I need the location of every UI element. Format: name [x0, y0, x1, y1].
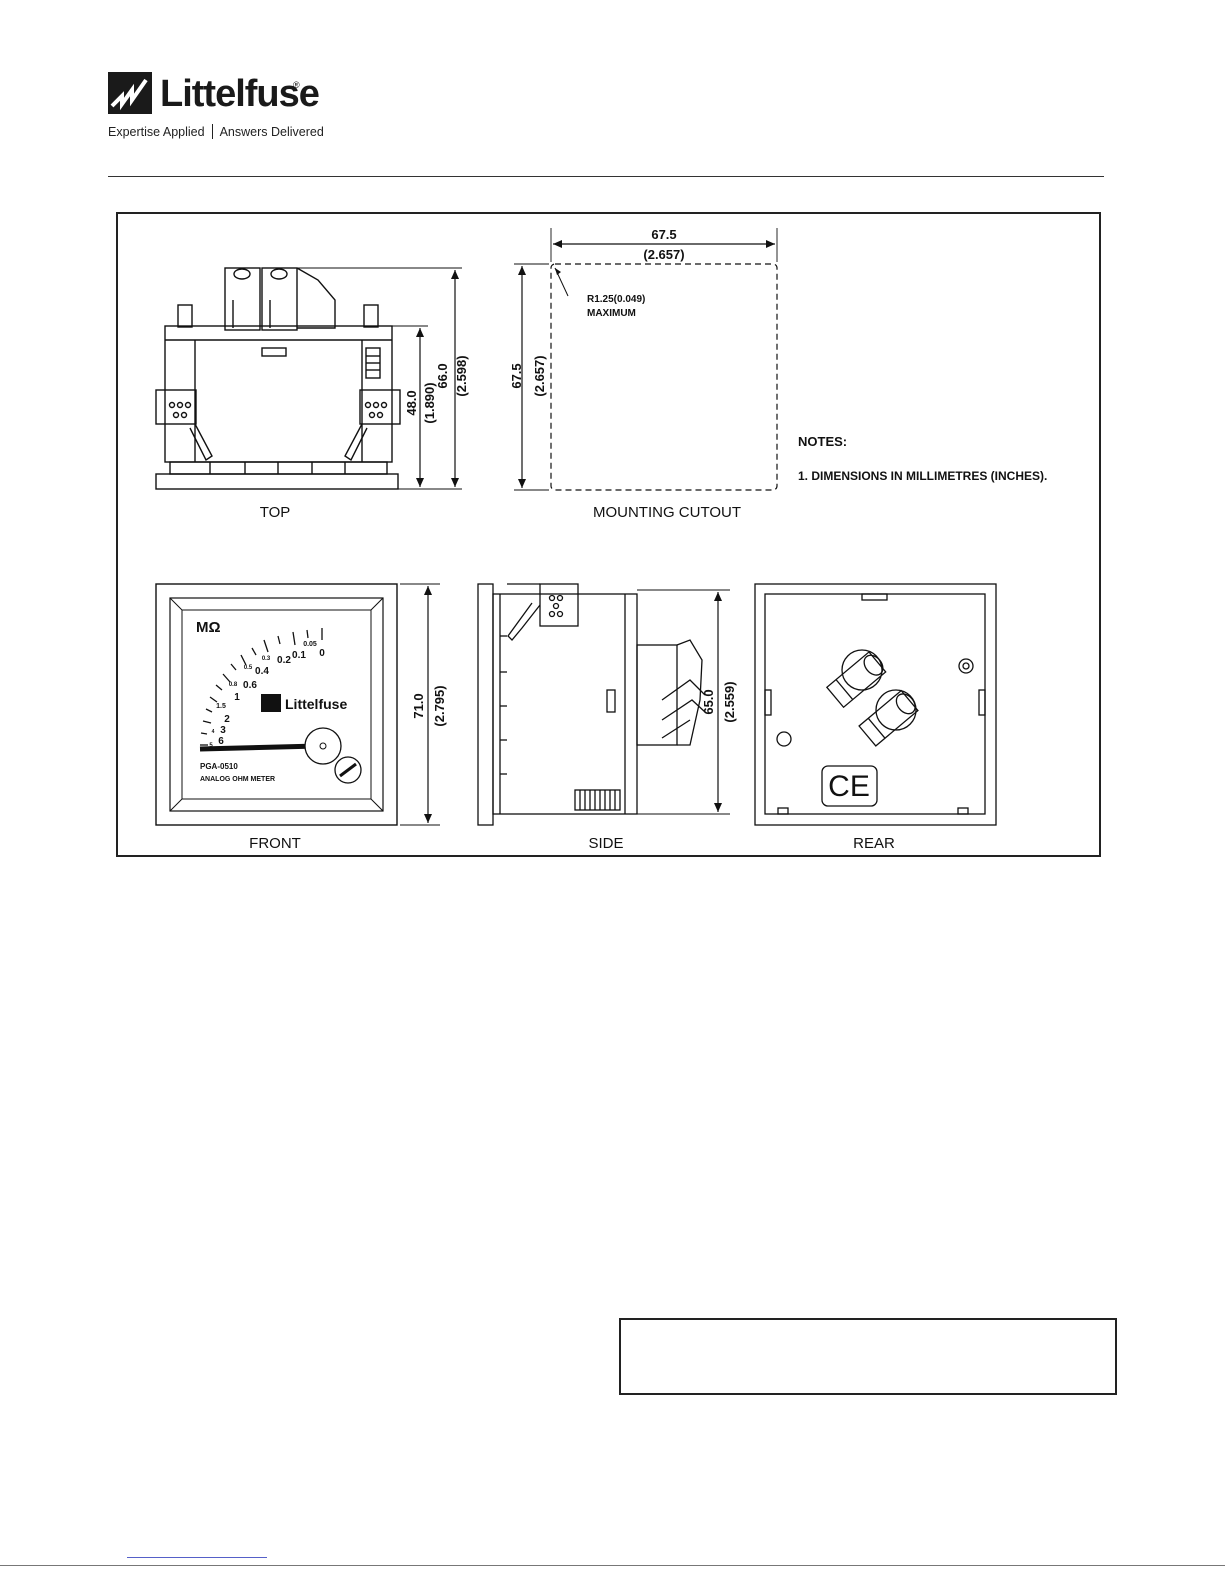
drawing-frame	[116, 212, 1101, 857]
tagline-left: Expertise Applied	[108, 125, 205, 139]
meter-description: ANALOG OHM METER	[200, 776, 275, 783]
mounting-cutout-view	[514, 228, 778, 491]
scale-label: 0.3	[262, 656, 271, 662]
tagline-right: Answers Delivered	[219, 125, 324, 139]
scale-label: 3	[220, 725, 226, 736]
front-view	[155, 583, 398, 826]
label-front: FRONT	[249, 835, 301, 852]
dim-cutout-w-mm: 67.5	[651, 227, 676, 242]
scale-label: 1.5	[216, 703, 226, 710]
dim-48-in: (1.890)	[422, 382, 437, 423]
dim-front-in: (2.795)	[432, 685, 447, 726]
meter-scale: 0 0.05 0.1 0.2 0.3 0.4 0.5 0.6 0.8 1 1.5…	[209, 641, 325, 749]
littelfuse-logo-icon	[108, 72, 152, 114]
footer-rule	[0, 1565, 1225, 1566]
rear-view	[754, 583, 997, 826]
radius-note: MAXIMUM	[587, 308, 636, 319]
scale-label: 0.4	[255, 666, 269, 677]
scale-label: 0.05	[303, 641, 317, 648]
notes-heading: NOTES:	[798, 434, 847, 449]
scale-label: 0.1	[292, 650, 306, 661]
dim-48-mm: 48.0	[404, 390, 419, 415]
label-top: TOP	[260, 504, 291, 521]
label-side: SIDE	[588, 835, 623, 852]
scale-label: 0.8	[229, 682, 238, 688]
meter-model: PGA-0510	[200, 762, 238, 771]
footer-link-underline[interactable]	[127, 1557, 267, 1558]
ce-mark: CE	[828, 770, 870, 803]
scale-label: 6	[218, 736, 224, 747]
scale-label: 0.2	[277, 655, 291, 666]
dim-cutout-w-in: (2.657)	[643, 247, 684, 262]
top-view	[155, 267, 462, 490]
brand-name: Littelfuse	[160, 73, 320, 115]
label-rear: REAR	[853, 835, 895, 852]
radius-label: R1.25(0.049)	[587, 294, 645, 305]
dim-front-mm: 71.0	[411, 693, 426, 718]
dim-cutout-h-mm: 67.5	[509, 363, 524, 388]
info-box	[619, 1318, 1117, 1395]
scale-label: 2	[224, 714, 230, 725]
scale-label: 0	[319, 648, 325, 659]
dim-cutout-h-in: (2.657)	[532, 355, 547, 396]
scale-label: 0.6	[243, 680, 257, 691]
tagline: Expertise Applied Answers Delivered	[108, 124, 324, 139]
scale-label: 1	[234, 692, 240, 703]
scale-label: 4	[212, 729, 215, 735]
side-view	[477, 583, 730, 826]
header-rule	[108, 176, 1104, 177]
dim-side-in: (2.559)	[722, 681, 737, 722]
notes-item-1: 1. DIMENSIONS IN MILLIMETRES (INCHES).	[798, 469, 1047, 483]
dim-66-mm: 66.0	[435, 363, 450, 388]
dim-66-in: (2.598)	[454, 355, 469, 396]
dim-side-mm: 65.0	[701, 689, 716, 714]
scale-label: 0.5	[244, 665, 253, 671]
scale-label: 5	[209, 743, 213, 749]
meter-brand: Littelfuse	[285, 696, 347, 712]
label-mounting-cutout: MOUNTING CUTOUT	[593, 504, 741, 521]
tagline-divider	[211, 124, 213, 139]
registered-mark: ®	[293, 80, 300, 90]
meter-unit: MΩ	[196, 619, 221, 636]
